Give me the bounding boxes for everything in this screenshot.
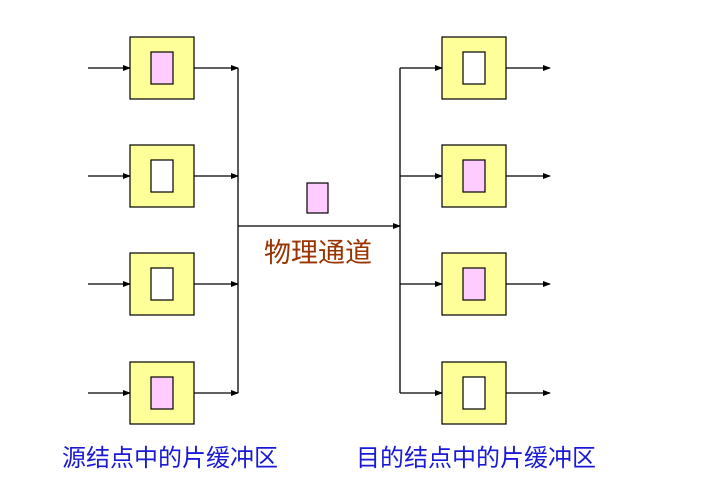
source-buffer-3-flit-empty xyxy=(150,267,174,301)
source-buffer-1 xyxy=(129,36,195,100)
destination-buffers-caption: 目的结点中的片缓冲区 xyxy=(356,444,596,472)
dest-buffer-4 xyxy=(441,361,507,425)
source-buffers-caption: 源结点中的片缓冲区 xyxy=(62,444,278,472)
dest-buffer-3 xyxy=(441,252,507,316)
source-buffer-2-box xyxy=(129,144,195,208)
source-buffer-3 xyxy=(129,252,195,316)
physical-channel-label: 物理通道 xyxy=(264,238,372,269)
connection-lines xyxy=(88,65,551,396)
dest-buffer-1 xyxy=(441,36,507,100)
dest-buffer-3-box xyxy=(441,252,507,316)
source-buffer-4-box xyxy=(129,361,195,425)
dest-buffer-2-flit-filled xyxy=(462,159,486,193)
source-buffer-4 xyxy=(129,361,195,425)
source-buffer-2-flit-empty xyxy=(150,159,174,193)
dest-buffer-2 xyxy=(441,144,507,208)
dest-buffer-4-flit-empty xyxy=(462,376,486,410)
buffer-nodes xyxy=(129,36,507,425)
source-buffer-4-flit-filled xyxy=(150,376,174,410)
source-buffer-1-flit-filled xyxy=(150,51,174,85)
dest-buffer-1-flit-empty xyxy=(462,51,486,85)
source-buffer-2 xyxy=(129,144,195,208)
in-transit-flit xyxy=(306,182,329,214)
dest-buffer-3-flit-filled xyxy=(462,267,486,301)
